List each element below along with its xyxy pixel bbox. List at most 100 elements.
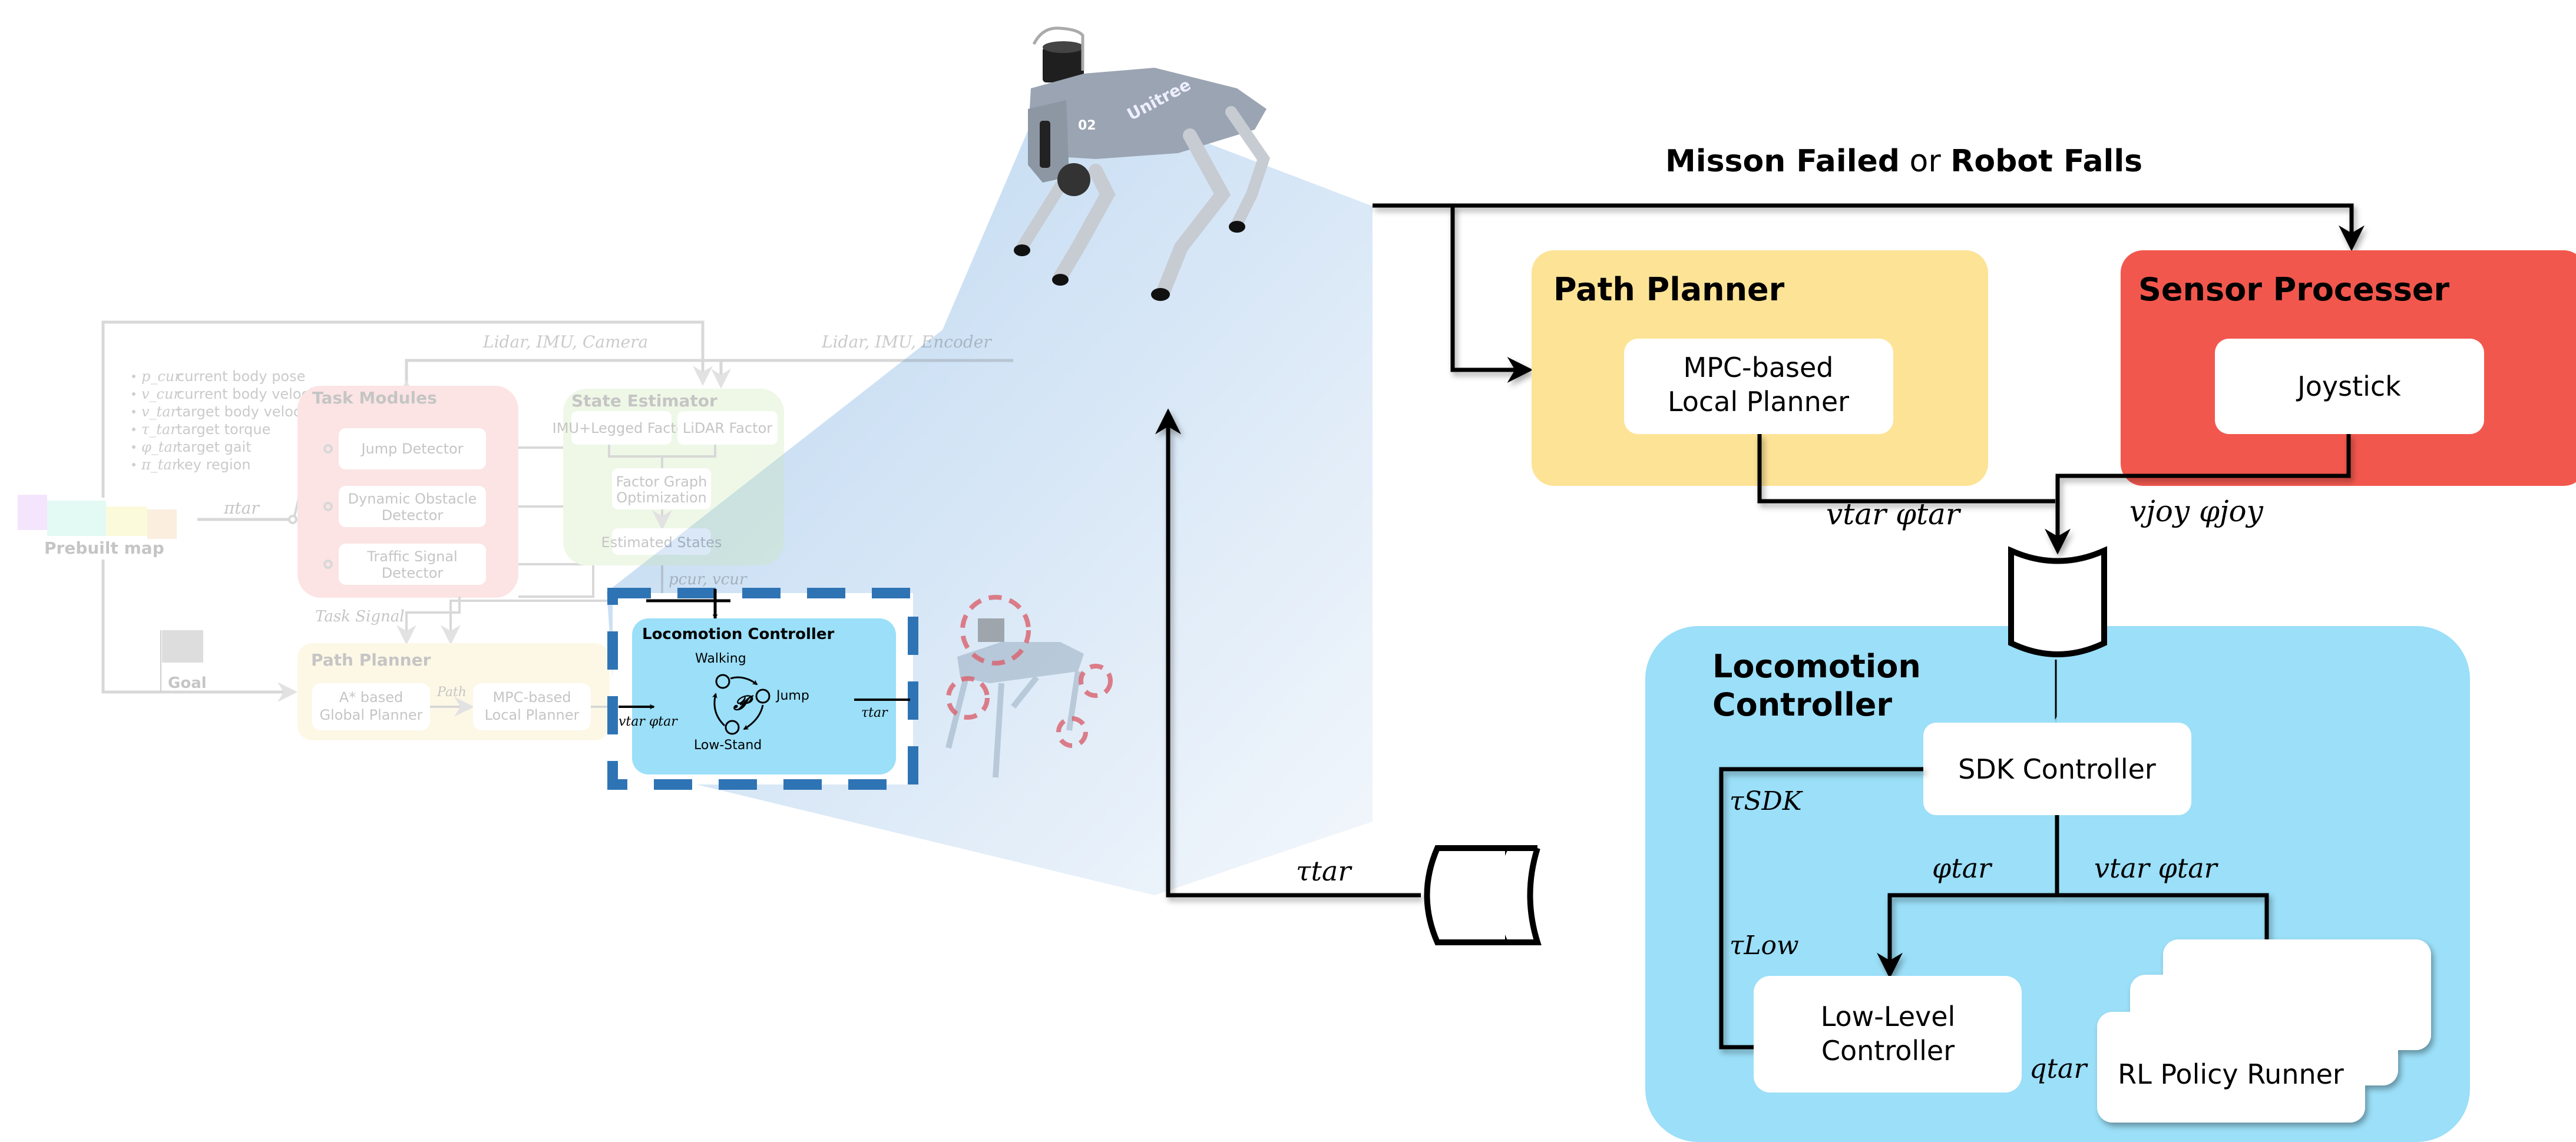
text-line: A* based: [339, 689, 404, 706]
rl-policy-runner-stack: [2097, 939, 2431, 1123]
overview-path-planner-title: Path Planner: [311, 650, 431, 670]
q-tar-label: qtar: [2029, 1052, 2088, 1084]
phi-to-low-level-line: [1877, 893, 2057, 979]
failure-label-mission: Misson Failed: [1665, 144, 1900, 179]
pi-tar-label: πtar: [223, 498, 260, 518]
text-line: Local Planner: [485, 707, 580, 723]
path-label: Path: [437, 685, 467, 700]
legend-description: current body pose: [177, 368, 305, 385]
text-line: MPC-based: [1684, 352, 1834, 383]
legend-bullet: [132, 445, 135, 449]
task-module-label: Jump Detector: [360, 441, 463, 457]
state-estimator-box: [563, 389, 784, 565]
lidar-factor-label: LiDAR Factor: [683, 420, 772, 436]
legend-bullet: [132, 375, 135, 378]
legend-bullet: [132, 392, 135, 396]
gait-node-jump: [755, 688, 771, 704]
mpc-local-planner-box: [1624, 339, 1893, 434]
text-line: Jump Detector: [360, 441, 463, 457]
sdk-controller-label: SDK Controller: [1958, 753, 2156, 785]
text-line: Local Planner: [1668, 386, 1849, 418]
rl-policy-runner-box: [2097, 1012, 2365, 1123]
goal-line: [101, 560, 298, 702]
tau-sdk-label: τSDK: [1730, 786, 1803, 816]
legend-description: key region: [177, 456, 251, 473]
sensor-label-camera: Lidar, IMU, Camera: [482, 332, 648, 352]
path-output-label: vtar φtar: [1826, 497, 1962, 531]
svg-text:02: 02: [1078, 118, 1096, 133]
task-module-box: [339, 544, 486, 585]
failure-label-or: or: [1900, 144, 1950, 179]
text-line: Detector: [382, 565, 444, 581]
tau-to-robot-line: [1155, 408, 1421, 898]
gait-node-low-stand: [725, 720, 740, 735]
joystick-label: Joystick: [2296, 370, 2401, 402]
low-level-controller-box: [1754, 976, 2022, 1093]
gait-node-walking: [715, 674, 730, 689]
overview-diagram: Lidar, IMU, Camera Lidar, IMU, Encoder p…: [18, 320, 1013, 740]
failure-condition-label: Misson Failed or Robot Falls: [1665, 144, 2142, 179]
overview-path-planner-box: [297, 643, 610, 740]
legend-symbol: π_tar: [141, 456, 180, 473]
path-output-line: [1757, 434, 2055, 504]
text-line: Low-Level: [1821, 1001, 1956, 1032]
focus-locomotion-title: Locomotion Controller: [642, 625, 834, 643]
task-modules-box: [297, 386, 518, 598]
rl-policy-runner-label: RL Policy Runner: [2118, 1058, 2344, 1090]
legend-description: target body velocity: [177, 403, 319, 420]
gait-low-stand-label: Low-Stand: [694, 738, 762, 753]
legend-symbol: p_cur: [141, 368, 182, 385]
text-line: Optimization: [616, 489, 707, 506]
switch-contact: [323, 502, 333, 511]
legend-bullet: [132, 410, 135, 413]
legend-description: target gait: [177, 439, 252, 455]
tau-tar-label: τtar: [1296, 855, 1353, 887]
sensor-output-line: [2045, 434, 2351, 555]
sdk-controller-box: [1923, 723, 2191, 815]
failure-to-path-line: [1450, 206, 1533, 383]
legend-symbol: v_cur: [141, 386, 181, 402]
sensor-processer-title: Sensor Processer: [2138, 271, 2449, 308]
task-modules-title: Task Modules: [312, 388, 437, 408]
phi-tar-label: φtar: [1932, 852, 1993, 884]
text-line: Controller: [1712, 686, 1892, 723]
merge-node: [2008, 546, 2107, 720]
prebuilt-map-icon: [18, 495, 177, 539]
legend-symbol: τ_tar: [141, 421, 178, 438]
tau-low-label: τLow: [1730, 931, 1799, 961]
failure-label-robot-falls: Robot Falls: [1950, 144, 2142, 179]
goal-label: Goal: [168, 674, 207, 692]
text-line: Dynamic Obstacle: [348, 491, 477, 507]
state-output-label: pcur, vcur: [669, 571, 748, 588]
text-line: Global Planner: [319, 707, 422, 723]
output-merge-node: [1424, 845, 1542, 945]
text-line: Factor Graph: [616, 474, 707, 490]
legend-bullet: [132, 463, 135, 466]
text-line: Controller: [1821, 1035, 1955, 1067]
imu-factor-label: IMU+Legged Factor: [553, 420, 691, 436]
legend-symbol: φ_tar: [141, 439, 180, 455]
failure-bus-line: [1373, 203, 2365, 251]
prebuilt-map-label: Prebuilt map: [44, 538, 164, 558]
switch-contact: [323, 560, 333, 569]
highlight-rings: [946, 595, 1113, 748]
legend-symbol: v_tar: [141, 403, 178, 420]
sensor-loop-line-2: [396, 359, 1013, 400]
quadruped-robot-image: Unitree 02: [1014, 27, 1271, 301]
v-phi-tar-label: vtar φtar: [2094, 852, 2219, 884]
gait-jump-label: Jump: [775, 688, 809, 703]
switch-contact: [323, 444, 333, 454]
text-line: Locomotion: [1712, 648, 1921, 685]
focus-input-label: vtar φtar: [619, 714, 678, 729]
goal-flag-icon: [160, 630, 203, 692]
